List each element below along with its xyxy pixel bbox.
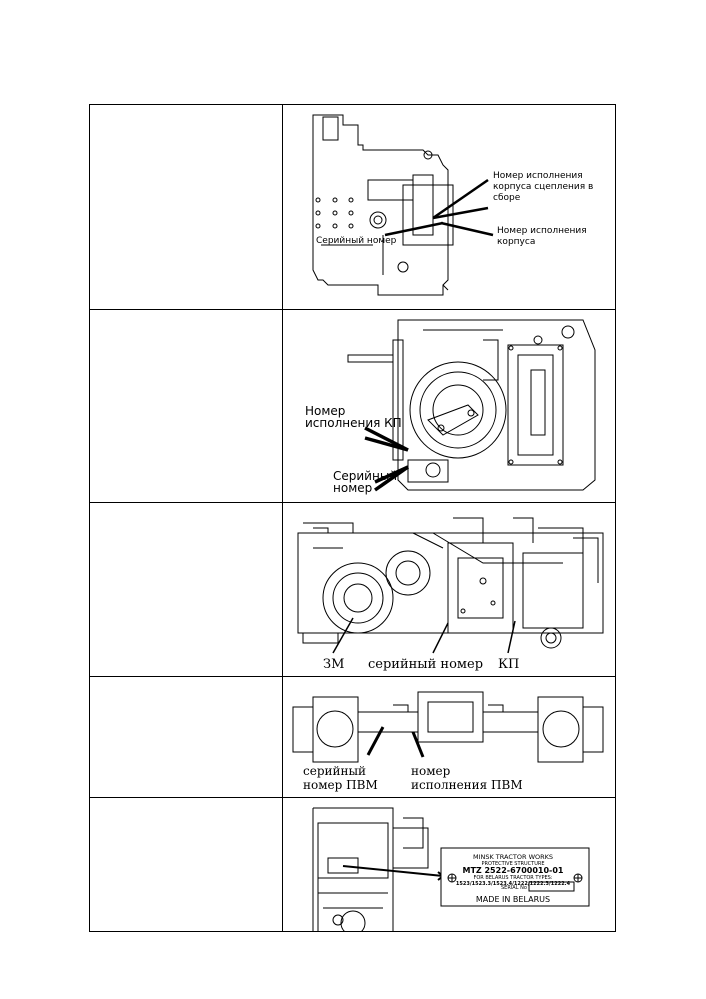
- label-housing-version-2: корпуса сцепления в: [493, 182, 593, 192]
- description-cell: [90, 310, 283, 502]
- label-engine: ЗМ: [323, 657, 344, 672]
- label-serial-number: Серийный номер: [316, 236, 397, 246]
- table-row: Номер исполнения КП Серийный номер: [90, 310, 615, 503]
- figure-cell: серийный номер ПВМ номер исполнения ПВМ: [283, 677, 615, 797]
- plate-line-1: MINSK TRACTOR WORKS: [473, 853, 553, 861]
- label-pvm-version-1: номер: [411, 764, 451, 778]
- clutch-housing-drawing: Номер исполнения корпуса сцепления в сбо…: [312, 114, 593, 296]
- label-body-version-1: Номер исполнения: [497, 226, 587, 236]
- cab-drawing: MINSK TRACTOR WORKS PROTECTIVE STRUCTURE…: [312, 807, 590, 931]
- figure-cell: MINSK TRACTOR WORKS PROTECTIVE STRUCTURE…: [283, 798, 615, 931]
- plate-line-3: MTZ 2522-6700010-01: [462, 866, 563, 875]
- label-gearbox-serial-1: Серийный: [333, 469, 397, 483]
- document-table: Номер исполнения корпуса сцепления в сбо…: [89, 104, 616, 932]
- plate-line-5: 1523/1523.3/1523.4/1222/1222.3/1222.4: [456, 881, 571, 887]
- label-pvm-version-2: исполнения ПВМ: [411, 778, 523, 792]
- protective-structure-plate: [440, 847, 590, 907]
- label-gearbox: КП: [498, 657, 519, 672]
- label-housing-version-3: сборе: [493, 193, 521, 203]
- figure-cell: Номер исполнения КП Серийный номер: [283, 310, 615, 502]
- label-pvm-serial-2: номер ПВМ: [303, 778, 378, 792]
- front-axle-drawing: серийный номер ПВМ номер исполнения ПВМ: [292, 691, 604, 792]
- plate-serial-label: SERIAL No: [501, 885, 527, 891]
- powertrain-drawing: ЗМ серийный номер КП: [297, 517, 604, 672]
- table-row: ЗМ серийный номер КП: [90, 503, 615, 677]
- description-cell: [90, 677, 283, 797]
- label-body-version-2: корпуса: [497, 237, 535, 247]
- table-row: MINSK TRACTOR WORKS PROTECTIVE STRUCTURE…: [90, 798, 615, 931]
- figure-cell: Номер исполнения корпуса сцепления в сбо…: [283, 105, 615, 309]
- description-cell: [90, 798, 283, 931]
- plate-line-4: FOR BELARUS TRACTOR TYPES:: [473, 875, 552, 881]
- label-gearbox-serial-2: номер: [333, 481, 372, 495]
- label-pvm-serial-1: серийный: [303, 764, 366, 778]
- plate-line-7: MADE IN BELARUS: [476, 895, 550, 904]
- gearbox-drawing: Номер исполнения КП Серийный номер: [305, 319, 596, 495]
- label-serial-number: серийный номер: [368, 657, 483, 672]
- description-cell: [90, 503, 283, 676]
- label-housing-version-1: Номер исполнения: [493, 171, 583, 181]
- description-cell: [90, 105, 283, 309]
- label-gearbox-version-1: Номер: [305, 404, 345, 418]
- label-gearbox-version-2: исполнения КП: [305, 416, 402, 430]
- plate-line-2: PROTECTIVE STRUCTURE: [481, 861, 544, 867]
- table-row: серийный номер ПВМ номер исполнения ПВМ: [90, 677, 615, 798]
- table-row: Номер исполнения корпуса сцепления в сбо…: [90, 105, 615, 310]
- figure-cell: ЗМ серийный номер КП: [283, 503, 615, 676]
